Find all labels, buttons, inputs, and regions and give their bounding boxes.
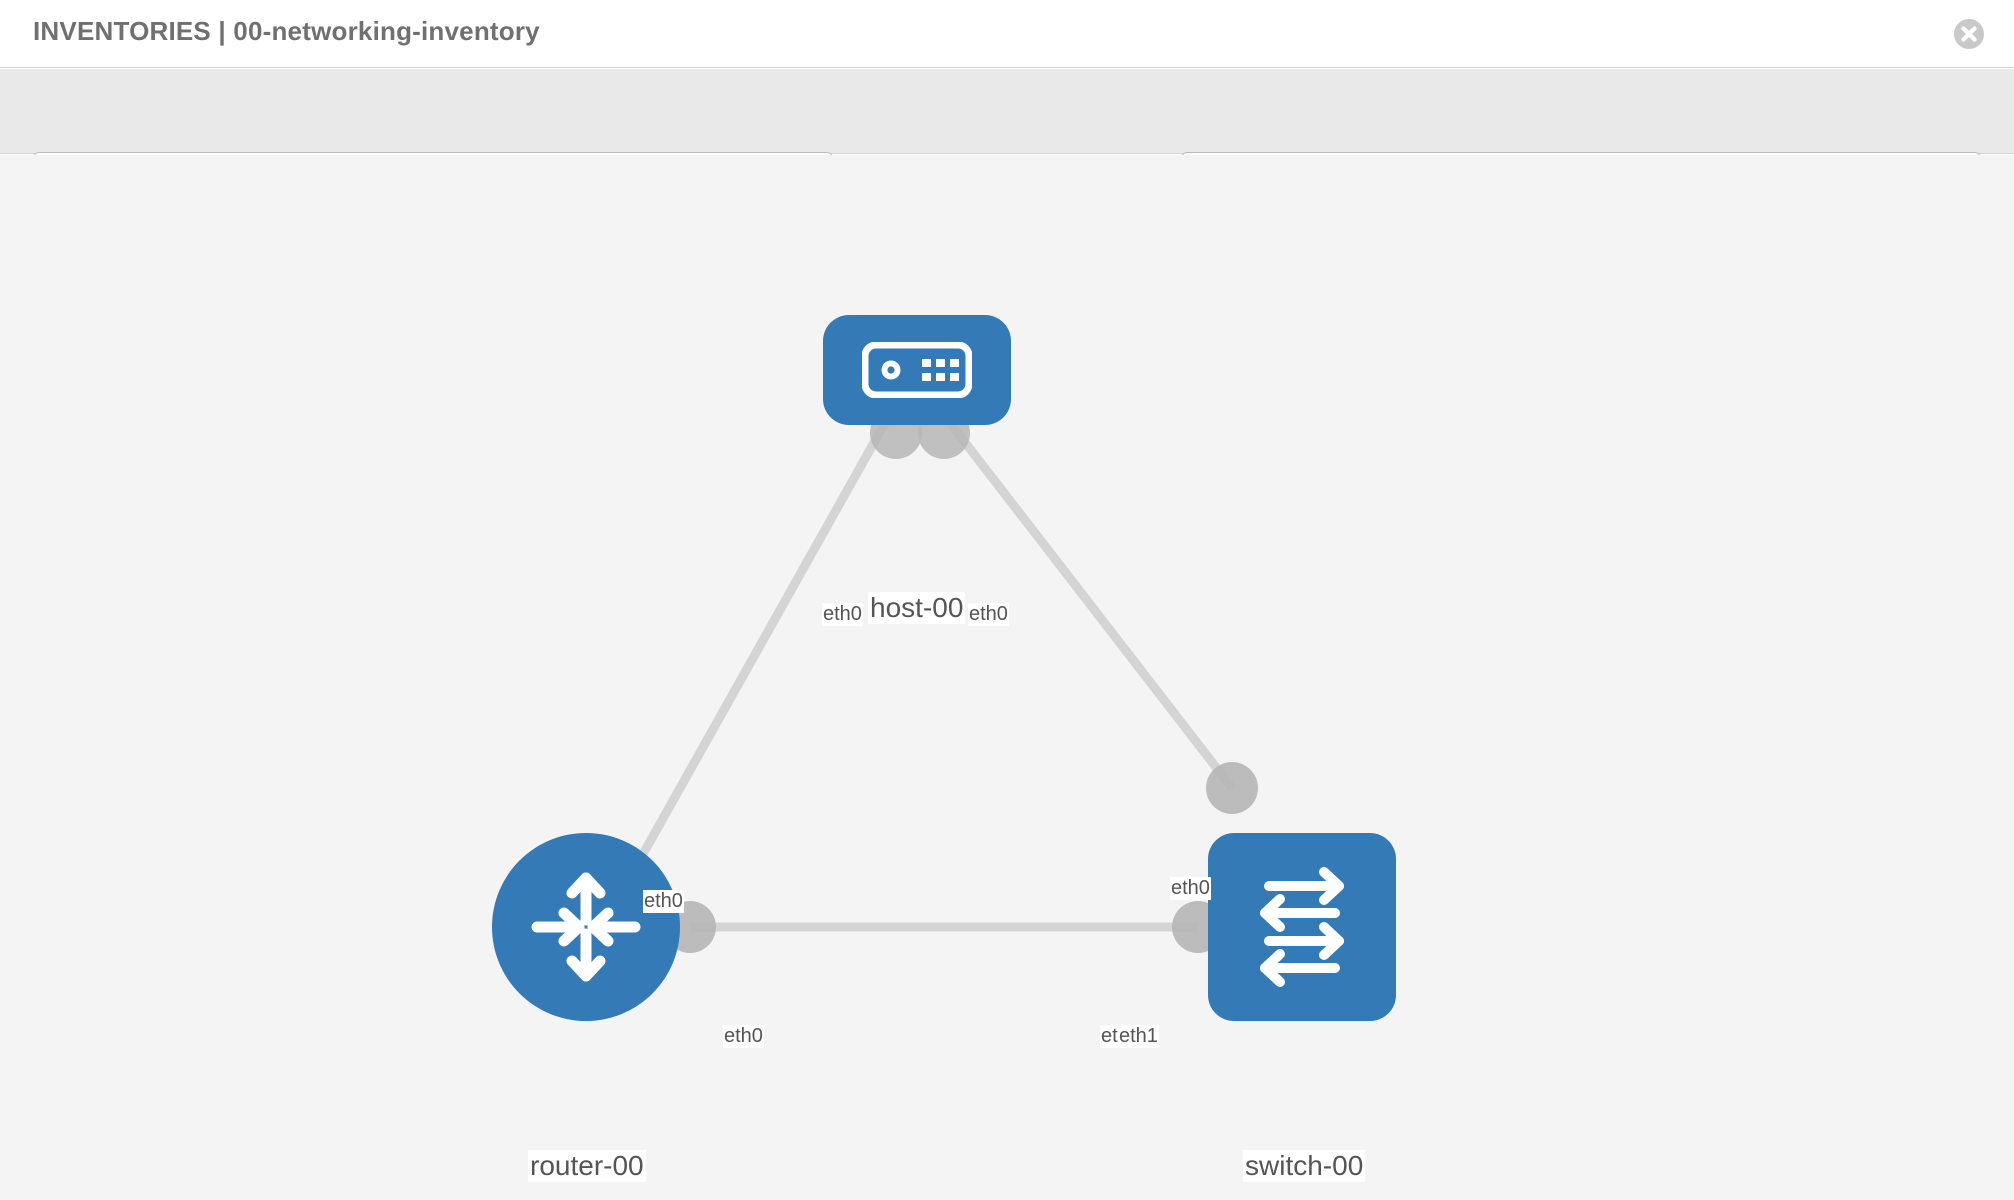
iface-label-router-right: eth0 (723, 1025, 764, 1048)
topology-node-switch-00[interactable] (1208, 833, 1396, 1021)
page-header: INVENTORIES | 00-networking-inventory (0, 0, 2014, 68)
iface-label-router-up: eth0 (643, 890, 684, 913)
server-icon (823, 315, 1011, 425)
node-label-host-00: host-00 (868, 592, 966, 624)
topology-links (616, 407, 1258, 953)
iface-label-host-right: eth0 (968, 603, 1009, 626)
node-label-router-00: router-00 (528, 1150, 646, 1182)
node-shape (823, 315, 1011, 425)
router-icon (492, 833, 680, 1021)
node-shape (492, 833, 680, 1021)
node-label-switch-00: switch-00 (1243, 1150, 1366, 1182)
node-shape (1208, 833, 1396, 1021)
close-icon (1961, 26, 1977, 42)
topology-canvas[interactable]: host-00 router-00 switch-00 eth0 eth0 et… (0, 155, 2014, 1200)
iface-label-host-left: eth0 (822, 603, 863, 626)
page-title: INVENTORIES | 00-networking-inventory (33, 16, 540, 46)
iface-label-switch-up: eth0 (1170, 877, 1211, 900)
topology-node-router-00[interactable] (492, 833, 680, 1021)
iface-stub-switch-top[interactable] (1206, 762, 1258, 814)
topology-node-host-00[interactable] (823, 315, 1011, 425)
toolbar: ACTIONS SEARCH (0, 69, 2014, 202)
close-button[interactable] (1954, 19, 1984, 49)
switch-icon (1208, 833, 1396, 1021)
link-host-switch[interactable] (946, 420, 1236, 791)
link-host-router[interactable] (616, 420, 889, 898)
iface-label-switch-left-b: eth1 (1118, 1025, 1159, 1048)
